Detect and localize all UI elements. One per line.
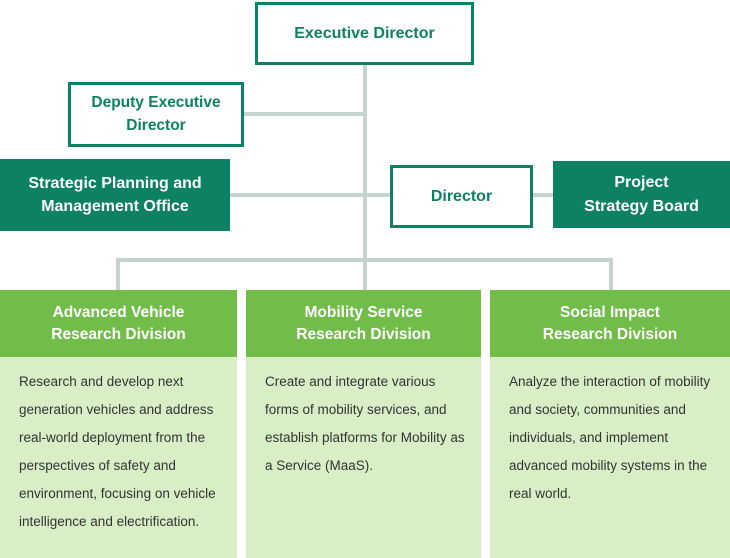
division-social-impact-title: Social Impact Research Division — [490, 290, 730, 357]
division-social-impact: Social Impact Research Division Analyze … — [490, 290, 730, 558]
division-mobility-service: Mobility Service Research Division Creat… — [246, 290, 481, 558]
node-project-strategy-board: Project Strategy Board — [553, 161, 730, 228]
project-strategy-board-label: Project Strategy Board — [584, 174, 699, 215]
connector-spmo-director — [230, 193, 390, 197]
connector-distributor — [116, 258, 613, 262]
division-social-impact-description: Analyze the interaction of mobility and … — [490, 357, 730, 558]
executive-director-label: Executive Director — [294, 24, 435, 42]
deputy-executive-director-label: Deputy Executive Director — [91, 94, 221, 134]
connector-drop-left — [116, 258, 120, 290]
division-advanced-vehicle-title: Advanced Vehicle Research Division — [0, 290, 237, 357]
connector-exec-vertical — [363, 65, 367, 290]
node-deputy-executive-director: Deputy Executive Director — [68, 82, 244, 147]
division-advanced-vehicle: Advanced Vehicle Research Division Resea… — [0, 290, 237, 558]
division-mobility-service-title: Mobility Service Research Division — [246, 290, 481, 357]
division-mobility-service-description: Create and integrate various forms of mo… — [246, 357, 481, 558]
division-advanced-vehicle-description: Research and develop next generation veh… — [0, 357, 237, 558]
director-label: Director — [430, 187, 493, 205]
connector-director-psb — [533, 193, 553, 197]
connector-deputy-horizontal — [244, 112, 367, 116]
node-executive-director: Executive Director — [255, 2, 474, 65]
node-strategic-planning-office: Strategic Planning and Management Office — [0, 159, 230, 231]
strategic-planning-office-label: Strategic Planning and Management Office — [28, 174, 202, 215]
connector-drop-right — [609, 258, 613, 290]
node-director: Director — [390, 165, 533, 228]
